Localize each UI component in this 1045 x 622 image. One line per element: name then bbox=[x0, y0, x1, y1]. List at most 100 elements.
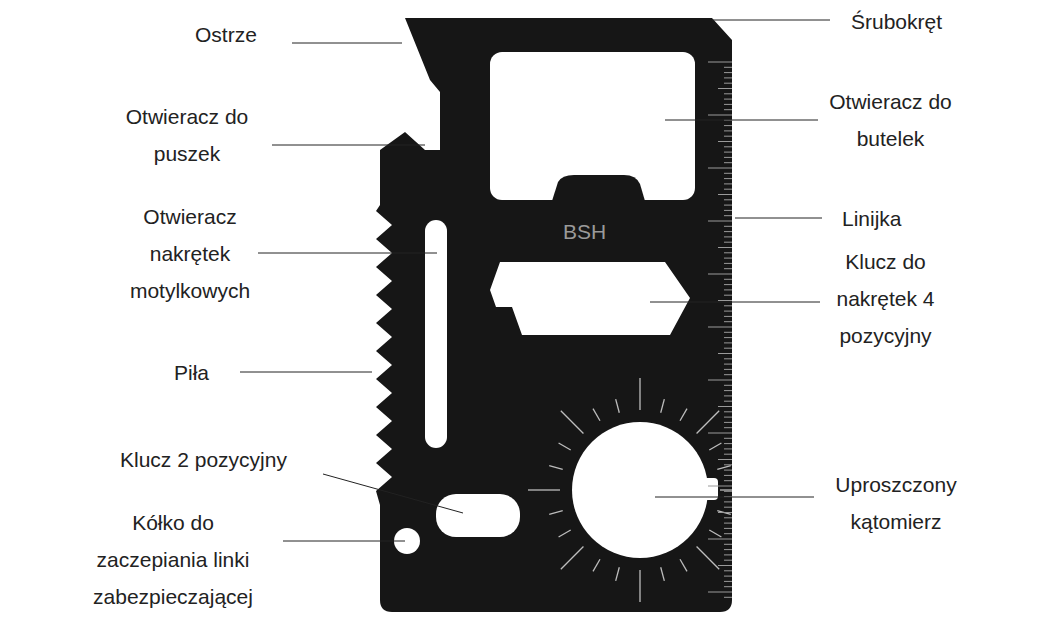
ruler-tick bbox=[724, 586, 732, 587]
ruler-tick bbox=[708, 486, 732, 487]
ruler-tick bbox=[718, 353, 732, 354]
leader-line bbox=[292, 43, 402, 44]
ruler-tick bbox=[724, 517, 732, 518]
part-label: Uproszczony kątomierz bbox=[822, 466, 970, 540]
ruler-tick bbox=[708, 168, 732, 169]
leader-line bbox=[323, 474, 463, 513]
protractor-tick bbox=[559, 530, 571, 537]
ruler-tick bbox=[724, 364, 732, 365]
protractor-tick bbox=[680, 559, 687, 571]
ruler-tick bbox=[724, 417, 732, 418]
ruler-tick bbox=[724, 523, 732, 524]
protractor-tick bbox=[593, 559, 600, 571]
ruler-tick bbox=[724, 289, 732, 290]
protractor-hole bbox=[572, 422, 708, 558]
ruler-tick bbox=[724, 183, 732, 184]
ruler-tick bbox=[724, 507, 732, 508]
ruler-tick bbox=[724, 332, 732, 333]
ruler-tick bbox=[708, 539, 732, 540]
ruler-tick bbox=[724, 72, 732, 73]
ruler-tick bbox=[724, 395, 732, 396]
leader-line bbox=[272, 145, 425, 146]
ruler-tick bbox=[724, 109, 732, 110]
ruler-tick bbox=[724, 337, 732, 338]
ruler-tick bbox=[724, 173, 732, 174]
ruler-tick bbox=[724, 157, 732, 158]
ruler-tick bbox=[724, 130, 732, 131]
protractor-tick bbox=[680, 409, 687, 421]
protractor-tick bbox=[697, 547, 720, 570]
part-label: Klucz 2 pozycyjny bbox=[120, 441, 287, 478]
part-label: Ostrze bbox=[195, 16, 257, 53]
ruler-tick bbox=[724, 162, 732, 163]
ruler-tick bbox=[724, 448, 732, 449]
ruler-tick bbox=[724, 199, 732, 200]
ruler-tick bbox=[724, 236, 732, 237]
ruler-tick bbox=[724, 295, 732, 296]
protractor-tick bbox=[616, 399, 620, 413]
protractor-tick bbox=[709, 443, 721, 450]
ruler-tick bbox=[724, 501, 732, 502]
wingnut-slot bbox=[425, 220, 447, 448]
ruler-tick bbox=[724, 464, 732, 465]
part-label: Otwieracz do butelek bbox=[828, 83, 953, 157]
protractor-tick bbox=[697, 411, 720, 434]
bottle-opener-cutout bbox=[490, 52, 695, 200]
ruler-tick bbox=[708, 274, 732, 275]
ruler-tick bbox=[724, 422, 732, 423]
protractor-tick bbox=[549, 466, 563, 470]
ruler-tick bbox=[724, 597, 732, 598]
protractor-tick bbox=[528, 489, 560, 490]
protractor-tick bbox=[720, 489, 752, 490]
protractor-tick bbox=[559, 443, 571, 450]
ruler-tick bbox=[718, 247, 732, 248]
part-label: Śrubokręt bbox=[851, 3, 942, 40]
protractor-tick bbox=[661, 567, 665, 581]
ruler-tick bbox=[724, 358, 732, 359]
ruler-tick bbox=[708, 62, 732, 63]
protractor-tick bbox=[661, 399, 665, 413]
leader-line bbox=[240, 372, 372, 373]
ruler-tick bbox=[718, 141, 732, 142]
ruler-tick bbox=[724, 533, 732, 534]
logo-text: BSH bbox=[563, 213, 606, 250]
ruler-tick bbox=[718, 88, 732, 89]
multitool-card bbox=[376, 18, 732, 612]
leader-line bbox=[283, 541, 405, 542]
ruler-tick bbox=[724, 316, 732, 317]
part-label: Linijka bbox=[842, 200, 902, 237]
protractor-tick bbox=[549, 511, 563, 515]
ruler-tick bbox=[708, 221, 732, 222]
ruler-tick bbox=[724, 491, 732, 492]
ruler-tick bbox=[724, 438, 732, 439]
ruler-tick bbox=[724, 374, 732, 375]
ruler-tick bbox=[724, 263, 732, 264]
protractor-tick bbox=[717, 466, 731, 470]
ruler-tick bbox=[724, 99, 732, 100]
ruler-tick bbox=[724, 560, 732, 561]
part-label: Klucz do nakrętek 4 pozycyjny bbox=[823, 243, 948, 354]
ruler-tick bbox=[724, 475, 732, 476]
ruler-tick bbox=[724, 528, 732, 529]
ruler-tick bbox=[708, 380, 732, 381]
ruler-tick bbox=[718, 406, 732, 407]
leader-line bbox=[258, 253, 437, 254]
ruler-tick bbox=[724, 104, 732, 105]
ruler-tick bbox=[708, 115, 732, 116]
ruler-tick bbox=[724, 544, 732, 545]
ruler-tick bbox=[724, 570, 732, 571]
ruler-tick bbox=[718, 512, 732, 513]
ruler-tick bbox=[724, 311, 732, 312]
ruler-tick bbox=[724, 321, 732, 322]
ruler-tick bbox=[718, 565, 732, 566]
leader-line bbox=[655, 497, 814, 498]
ruler-tick bbox=[708, 592, 732, 593]
ruler-tick bbox=[724, 348, 732, 349]
engraved-ticks bbox=[528, 62, 752, 602]
ruler-tick bbox=[724, 480, 732, 481]
ruler-tick bbox=[724, 427, 732, 428]
protractor-tick bbox=[616, 567, 620, 581]
leader-line bbox=[735, 218, 822, 219]
ruler-tick bbox=[724, 554, 732, 555]
